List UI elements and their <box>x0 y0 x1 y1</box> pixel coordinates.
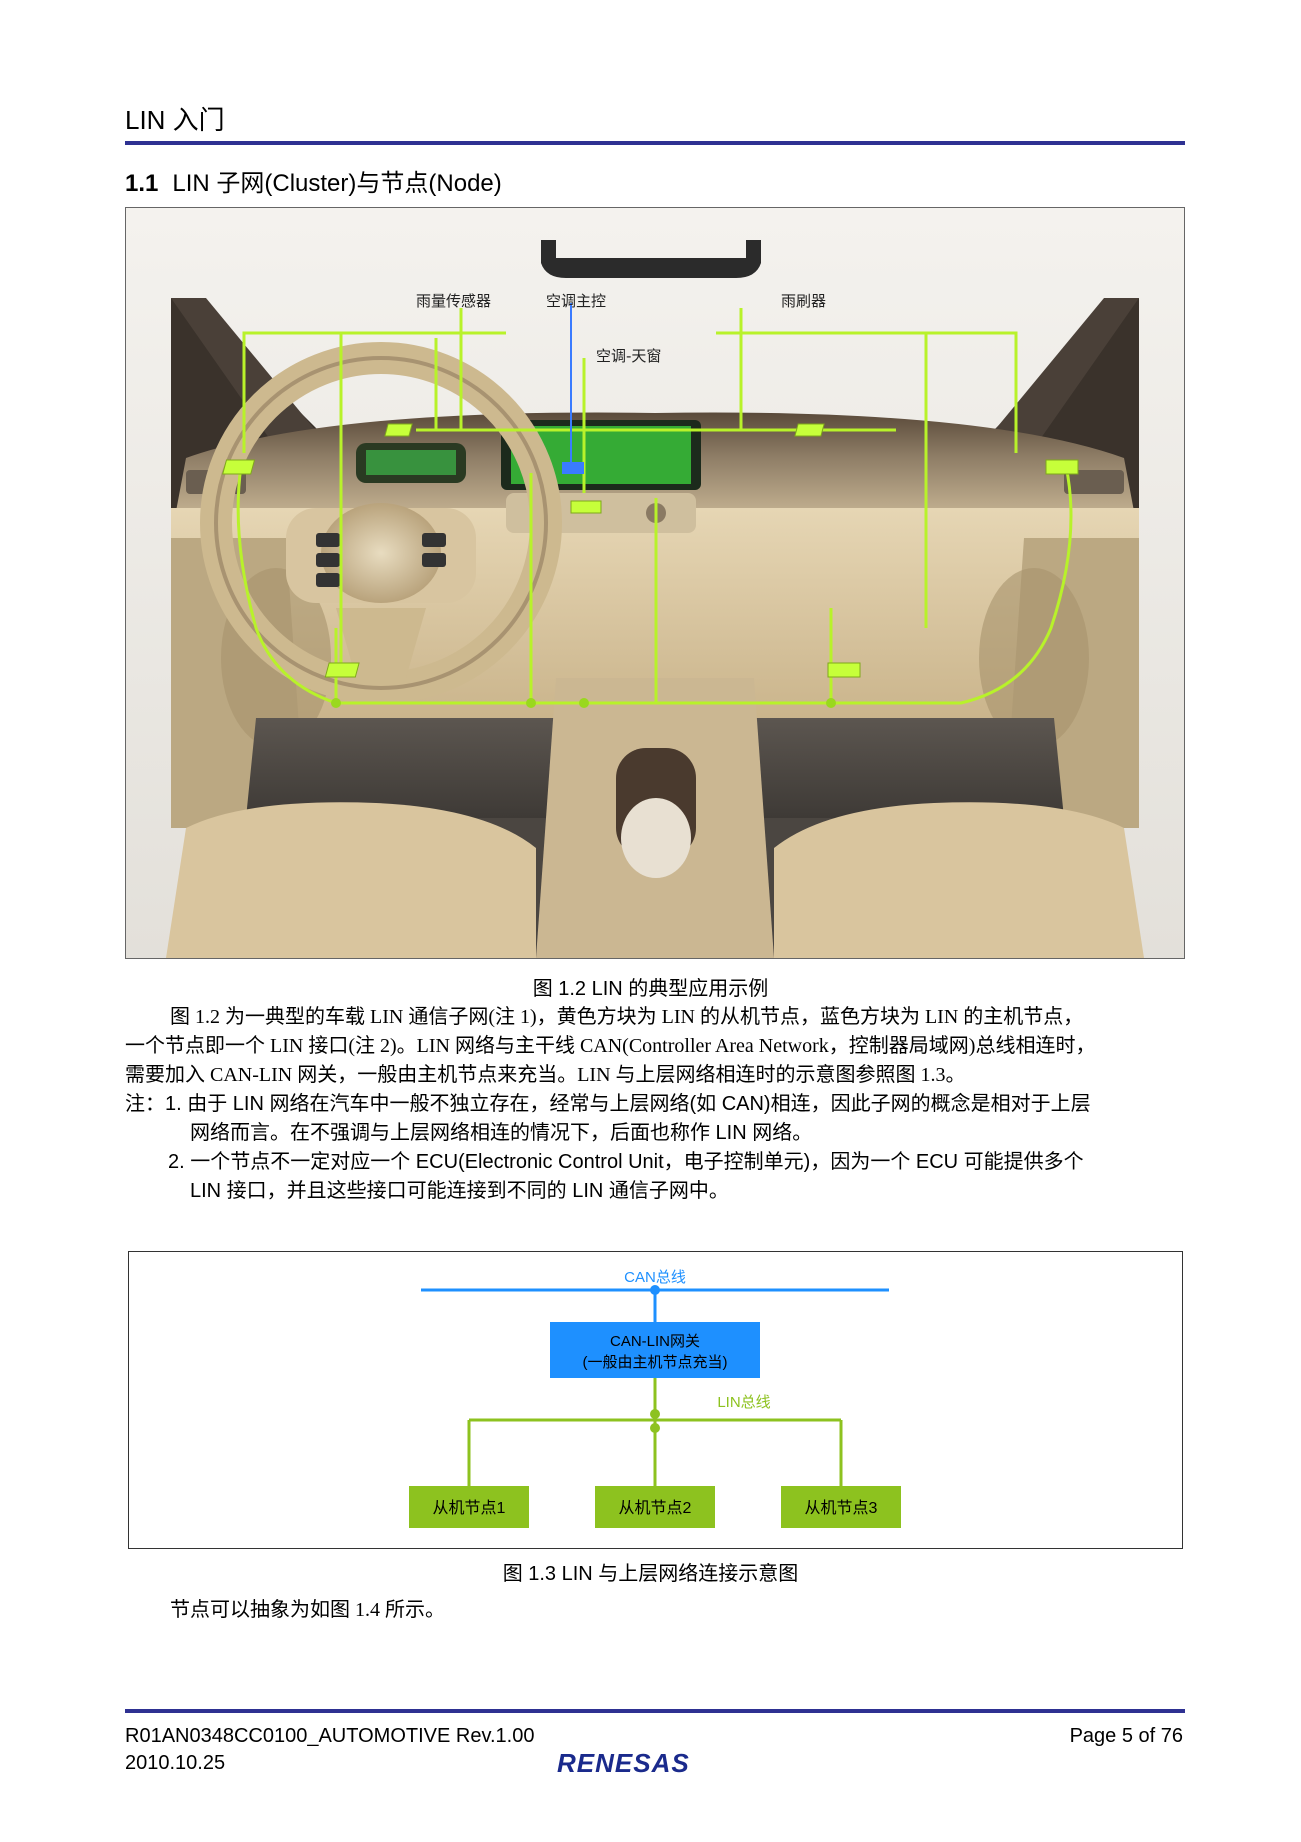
footer-date: 2010.10.25 <box>125 1752 226 1774</box>
section-number: 1.1 <box>125 170 159 197</box>
closing-text: 节点可以抽象为如图 1.4 所示。 <box>170 1599 445 1621</box>
label-wiper: 雨刷器 <box>781 292 826 310</box>
slave-node-1 <box>409 1486 529 1528</box>
can-bus-label: CAN总线 <box>624 1269 686 1286</box>
lin-bus-junction <box>650 1409 660 1419</box>
gateway-label-line2: (一般由主机节点充当) <box>583 1354 728 1371</box>
renesas-logo: RENESAS <box>555 1748 725 1783</box>
gateway-box <box>550 1322 760 1378</box>
paragraph-line: 一个节点即一个 LIN 接口(注 2)。LIN 网络与主干线 CAN(Contr… <box>125 1035 1096 1057</box>
footer-divider <box>125 1709 1185 1713</box>
note-1-line: 由于 LIN 网络在汽车中一般不独立存在，经常与上层网络(如 CAN)相连，因此… <box>187 1093 1091 1115</box>
section-heading: 1.1 LIN 子网(Cluster)与节点(Node) <box>125 163 502 198</box>
slave-node-1-label: 从机节点1 <box>433 1499 506 1517</box>
figure-network-diagram: CAN总线 CAN-LIN网关 (一般由主机节点充当) LIN总线 从机节点1 … <box>128 1251 1183 1549</box>
lin-bus-label: LIN总线 <box>717 1394 770 1411</box>
note-prefix: 注： <box>125 1093 165 1115</box>
gateway-label-line1: CAN-LIN网关 <box>610 1333 700 1350</box>
note-1-number: 1. <box>165 1093 182 1115</box>
section-title: LIN 子网(Cluster)与节点(Node) <box>172 170 502 197</box>
footer-page-number: Page 5 of 76 <box>1069 1725 1183 1747</box>
slave-node-3 <box>781 1486 901 1528</box>
slave-node-3-label: 从机节点3 <box>805 1499 878 1517</box>
body-paragraph: 图 1.2 为一典型的车载 LIN 通信子网(注 1)，黄色方块为 LIN 的从… <box>125 1003 1185 1090</box>
paragraph-line: 需要加入 CAN-LIN 网关，一般由主机节点来充当。LIN 与上层网络相连时的… <box>125 1064 966 1086</box>
note-1: 注：1. 由于 LIN 网络在汽车中一般不独立存在，经常与上层网络(如 CAN)… <box>125 1090 1185 1119</box>
car-interior-illustration: 雨量传感器 空调主控 雨刷器 空调-天窗 <box>126 208 1184 958</box>
note-2-line: 一个节点不一定对应一个 ECU(Electronic Control Unit，… <box>190 1151 1084 1173</box>
slave-node-2-label: 从机节点2 <box>619 1499 692 1517</box>
document-header-title: LIN 入门 <box>125 105 225 135</box>
note-1-cont: 网络而言。在不强调与上层网络相连的情况下，后面也称作 LIN 网络。 <box>190 1122 813 1144</box>
note-2-number: 2. <box>168 1151 185 1173</box>
slave-node-2 <box>595 1486 715 1528</box>
figure-car-interior: 雨量传感器 空调主控 雨刷器 空调-天窗 <box>125 207 1185 959</box>
note-2-cont: LIN 接口，并且这些接口可能连接到不同的 LIN 通信子网中。 <box>190 1180 729 1202</box>
note-2: 2. 一个节点不一定对应一个 ECU(Electronic Control Un… <box>168 1148 1188 1177</box>
label-ac-sunroof: 空调-天窗 <box>596 347 661 365</box>
renesas-logo-icon: RENESAS <box>557 1748 690 1778</box>
paragraph-line: 图 1.2 为一典型的车载 LIN 通信子网(注 1)，黄色方块为 LIN 的从… <box>170 1006 1084 1028</box>
figure1-caption: 图 1.2 LIN 的典型应用示例 <box>532 978 769 1000</box>
figure2-caption: 图 1.3 LIN 与上层网络连接示意图 <box>502 1563 799 1585</box>
footer-doc-id: R01AN0348CC0100_AUTOMOTIVE Rev.1.00 <box>125 1725 535 1747</box>
label-rain-sensor: 雨量传感器 <box>416 292 491 310</box>
can-lin-diagram: CAN总线 CAN-LIN网关 (一般由主机节点充当) LIN总线 从机节点1 … <box>409 1269 901 1528</box>
renesas-logo-text: RENESAS <box>557 1748 690 1778</box>
header-divider <box>125 141 1185 145</box>
lin-bus-junction <box>650 1423 660 1433</box>
label-ac-main: 空调主控 <box>546 292 606 310</box>
